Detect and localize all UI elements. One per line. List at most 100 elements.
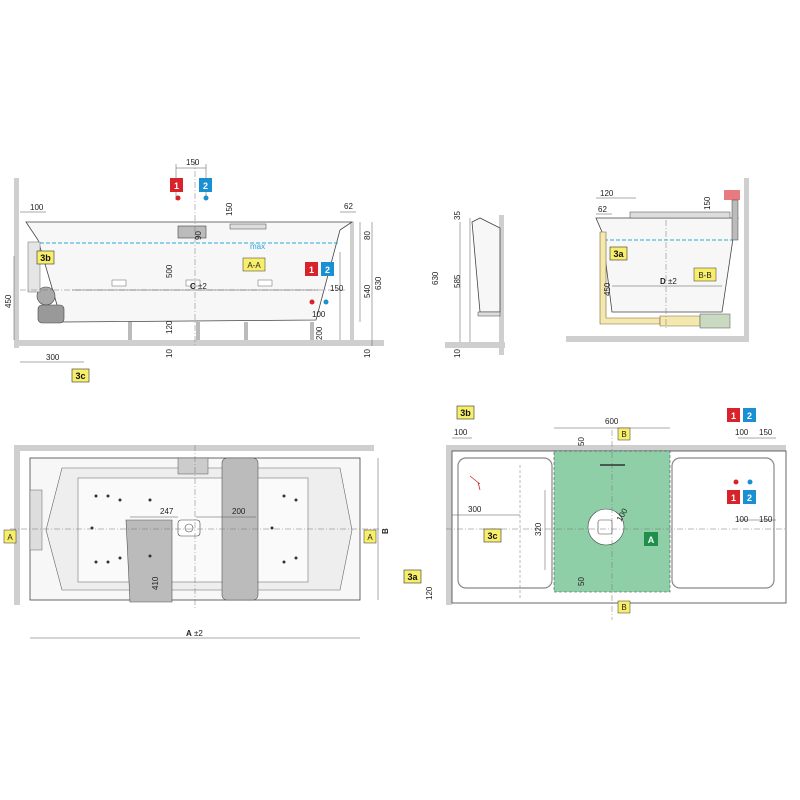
drain-circle: [184, 523, 194, 533]
floor-aa: [14, 340, 384, 346]
section-b-text: B: [621, 430, 626, 439]
dim-200-top: 200: [232, 507, 246, 516]
support-frame-left: [457, 457, 553, 589]
section-b-text: B: [621, 603, 626, 612]
tub-body-aa: [25, 221, 354, 323]
dim-80: 80: [363, 231, 372, 240]
tag-zone-a: A: [644, 532, 658, 546]
wall-plan-left: [446, 445, 452, 605]
drain-top: [177, 519, 201, 537]
section-a-text: A: [7, 533, 13, 542]
support-feet: [128, 322, 314, 340]
support-frame-right: [671, 457, 775, 589]
top-view: [10, 445, 380, 639]
dim-62-bb: 62: [598, 205, 607, 214]
profile-view: [445, 215, 505, 355]
dim-500: 500: [165, 264, 174, 278]
dim-120-bb: 120: [600, 189, 614, 198]
section-marker-b-top: B: [617, 427, 631, 441]
section-bb-text: B-B: [698, 271, 711, 280]
max-water-label: max: [250, 242, 265, 251]
section-aa-view: [13, 160, 384, 363]
faucet-body: [177, 225, 207, 239]
headrest-top: [29, 489, 43, 551]
dim-150-vertical: 150: [225, 202, 234, 216]
tag-3c-label: 3c: [487, 531, 497, 541]
dim-c-label: C ±2: [190, 282, 207, 291]
tag-hot-label: 1: [731, 493, 736, 503]
control-box: [27, 241, 41, 293]
dim-300: 300: [46, 353, 60, 362]
tag-cold-aa: 2: [199, 178, 212, 192]
tag-hot-plan-1: 1: [727, 408, 740, 422]
dim-200: 200: [315, 326, 324, 340]
dim-b-label: B: [381, 528, 390, 534]
jet-grille: [257, 279, 273, 287]
dim-100-r1: 100: [735, 428, 749, 437]
tag-hot-label: 1: [174, 181, 179, 191]
wall-profile: [499, 215, 504, 355]
seat-top: [125, 519, 173, 603]
section-marker-a-right: A: [363, 529, 377, 544]
tag-hot-aa-2: 1: [305, 262, 318, 276]
floor-bb: [566, 336, 749, 342]
tub-rim-cover: [629, 211, 731, 219]
section-aa-text: A-A: [247, 261, 261, 270]
dim-62: 62: [344, 202, 353, 211]
tag-3b-label: 3b: [460, 408, 471, 418]
dim-100-r2: 100: [735, 515, 749, 524]
cold-outlet-point: [323, 299, 329, 305]
tag-3c-plan: 3c: [483, 528, 502, 543]
dim-100-left: 100: [30, 203, 44, 212]
dim-150-tap: 150: [330, 284, 344, 293]
jets-top: [90, 494, 298, 564]
dim-150-r1: 150: [759, 428, 773, 437]
tag-hot-aa: 1: [170, 178, 183, 192]
section-bb-view: [566, 178, 749, 342]
hot-inlet-point: [175, 195, 181, 201]
hot-point-plan: [733, 479, 739, 485]
dim-35: 35: [453, 211, 462, 220]
tag-3c-aa: 3c: [71, 368, 90, 383]
dim-10-profile: 10: [453, 349, 462, 358]
dim-10-b: 10: [363, 349, 372, 358]
hot-outlet-point: [309, 299, 315, 305]
dim-630-profile: 630: [431, 271, 440, 285]
wall-tap: [724, 190, 740, 200]
connector-icon: [469, 475, 481, 491]
faucet-top: [177, 457, 209, 475]
tag-3b-label: 3b: [40, 253, 51, 263]
tag-3a-label: 3a: [613, 249, 624, 259]
tag-zone-a-label: A: [648, 535, 655, 545]
tag-cold-label: 2: [747, 493, 752, 503]
dim-50-top: 50: [577, 437, 586, 446]
floor-profile: [445, 342, 505, 348]
dim-450-bb: 450: [603, 282, 612, 296]
dim-150-top: 150: [186, 158, 200, 167]
headrest-cover: [229, 223, 267, 230]
tub-profile: [471, 217, 501, 313]
dim-450: 450: [4, 294, 13, 308]
section-marker-a-left: A: [3, 529, 17, 544]
dim-100-tap: 100: [312, 310, 326, 319]
jet-grille: [111, 279, 127, 287]
dim-320: 320: [534, 522, 543, 536]
cold-inlet-point: [203, 195, 209, 201]
dim-585: 585: [453, 274, 462, 288]
dim-300-plan: 300: [468, 505, 482, 514]
installation-plan: [446, 427, 787, 620]
drain-opening: [597, 519, 613, 535]
dim-90: 90: [194, 231, 203, 240]
section-label-bb: B-B: [693, 267, 717, 282]
dim-a-label: A ±2: [186, 629, 203, 638]
dim-600: 600: [605, 417, 619, 426]
tag-hot-label: 1: [731, 411, 736, 421]
tub-body-bb: [595, 217, 739, 313]
wall-top-left: [14, 445, 20, 605]
tag-3a-label: 3a: [407, 572, 418, 582]
dim-150-bb: 150: [703, 196, 712, 210]
dim-247: 247: [160, 507, 174, 516]
tag-cold-label: 2: [325, 265, 330, 275]
tag-hot-plan-2: 1: [727, 490, 740, 504]
